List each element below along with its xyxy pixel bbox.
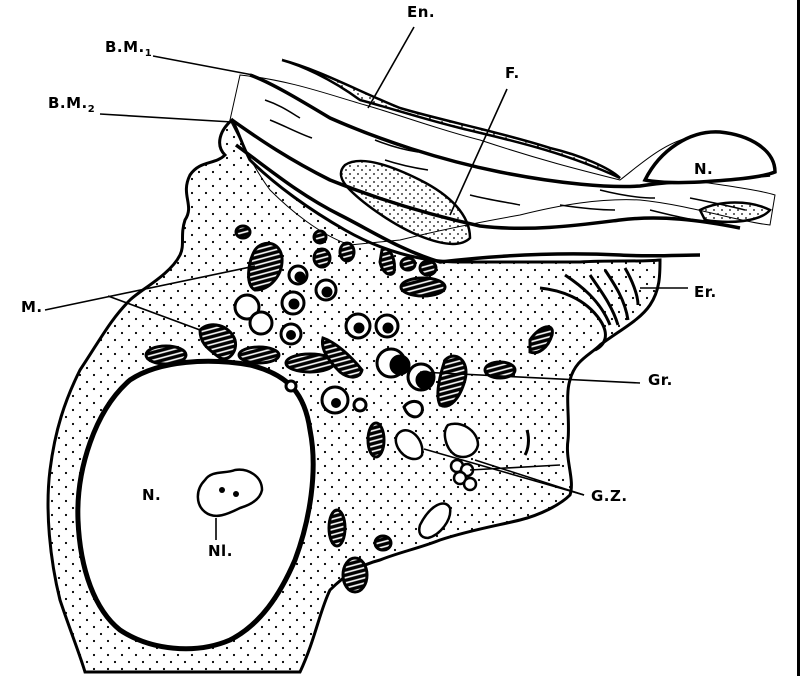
label-text: B.M. [105, 38, 145, 56]
label-text: B.M. [48, 94, 88, 112]
golgi-zone [394, 422, 480, 540]
label-fibroblast: F. [505, 64, 520, 82]
leader-lines [44, 26, 688, 540]
label-granules: Gr. [648, 371, 673, 389]
endothelial-nucleus [642, 130, 777, 185]
label-bm1: B.M.1 [105, 40, 152, 59]
endoplasmic-reticulum [523, 267, 640, 456]
right-border [797, 0, 800, 676]
capillary-wall [229, 58, 777, 264]
vacuoles [233, 293, 424, 419]
nucleus [75, 358, 316, 652]
label-nucleolus: Nl. [208, 542, 233, 560]
label-bm2: B.M.2 [48, 96, 95, 115]
label-endoplasmic-reticulum: Er. [694, 283, 717, 301]
label-subscript: 2 [87, 104, 96, 115]
label-endothelium: En. [407, 3, 436, 21]
fibroblast [339, 159, 472, 246]
label-mitochondria: M. [21, 298, 43, 316]
nucleolus [196, 468, 264, 518]
label-endothelial-nucleus: N. [694, 160, 714, 178]
label-golgi-zone: G.Z. [591, 487, 628, 505]
label-subscript: 1 [144, 48, 153, 59]
mitochondria [144, 224, 554, 594]
granules [279, 264, 436, 415]
label-nucleus: N. [142, 486, 162, 504]
